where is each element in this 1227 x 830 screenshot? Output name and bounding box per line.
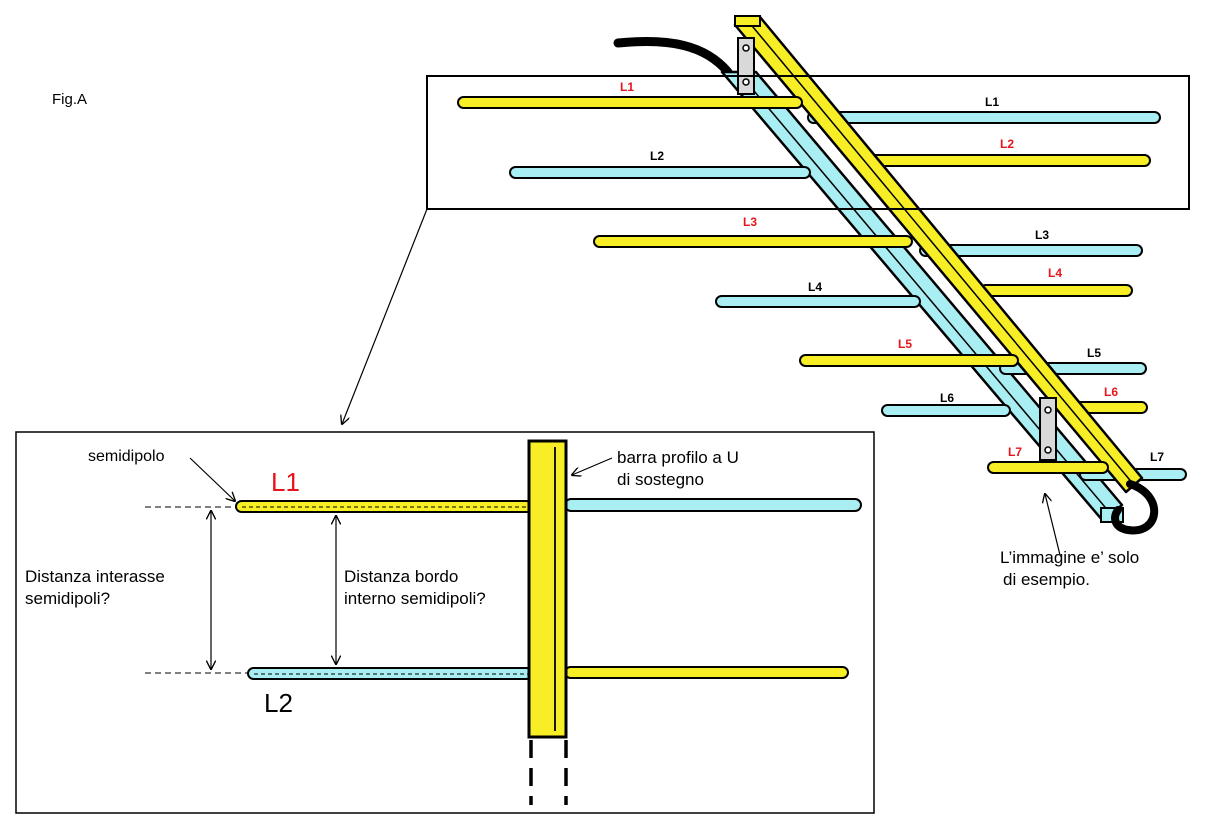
- label-l7-right: L7: [1150, 450, 1164, 464]
- label-l7-left: L7: [1008, 445, 1022, 459]
- detail-frame: [15, 431, 875, 814]
- cyan-left-elements: [509, 166, 1011, 417]
- mounting-bracket-bottom: [1039, 397, 1057, 461]
- label-l3-left: L3: [743, 215, 757, 229]
- label-l2-right: L2: [1000, 137, 1014, 151]
- cyan-element-left: [881, 404, 1011, 417]
- detail-l1-label: L1: [271, 467, 300, 497]
- label-l5-right: L5: [1087, 346, 1101, 360]
- detail-l2-label: L2: [264, 688, 293, 718]
- example-note-line2: di esempio.: [1003, 570, 1090, 589]
- support-bar-label-line1: barra profilo a U: [617, 448, 739, 467]
- yellow-left-elements: [457, 96, 1109, 474]
- centre-distance-label-line1: Distanza interasse: [25, 567, 165, 586]
- label-l4-right: L4: [1048, 266, 1062, 280]
- label-l1-right: L1: [985, 95, 999, 109]
- support-bar: [527, 439, 568, 739]
- label-l2-left: L2: [650, 149, 664, 163]
- centre-distance-label-line2: semidipoli?: [25, 589, 110, 608]
- inner-edge-distance-label-line1: Distanza bordo: [344, 567, 458, 586]
- yellow-element-left: [987, 461, 1109, 474]
- yellow-element-left: [457, 96, 803, 109]
- antenna-illustration: L1 L1 L2 L2 L3 L3 L4 L4 L5 L5 L6 L6 L7 L…: [457, 15, 1187, 589]
- cyan-element-right: [807, 111, 1161, 124]
- label-l5-left: L5: [898, 337, 912, 351]
- selection-box: [426, 75, 1190, 210]
- label-l6-right: L6: [1104, 385, 1118, 399]
- zoom-connector: [342, 208, 428, 424]
- label-l4-left: L4: [808, 280, 822, 294]
- cyan-element-left: [509, 166, 811, 179]
- inner-edge-distance-label-line2: interno semidipoli?: [344, 589, 486, 608]
- boom-end-cap-top: [734, 15, 761, 27]
- semidipolo-label: semidipolo: [88, 448, 165, 465]
- label-l3-right: L3: [1035, 228, 1049, 242]
- cyan-element-left: [715, 295, 921, 308]
- label-l1-left: L1: [620, 80, 634, 94]
- l2-right-semidipole: [564, 666, 849, 679]
- cyan-element-right: [919, 244, 1143, 257]
- yellow-element-right: [979, 284, 1133, 297]
- label-l6-left: L6: [940, 391, 954, 405]
- yellow-element-left: [593, 235, 913, 248]
- yellow-element-right: [859, 154, 1151, 167]
- yellow-right-elements: [859, 154, 1151, 414]
- yellow-element-left: [799, 354, 1019, 367]
- support-bar-label-line2: di sostegno: [617, 470, 704, 489]
- mounting-bracket-top: [737, 37, 755, 95]
- detail-panel: semidipolo barra profilo a U di sostegno…: [15, 431, 875, 814]
- coax-cable: [613, 37, 733, 77]
- figure-label: Fig.A: [52, 91, 87, 108]
- example-note-line1: L’immagine e’ solo: [1000, 548, 1139, 567]
- coax-loop: [1111, 480, 1159, 535]
- l1-right-semidipole: [564, 498, 862, 512]
